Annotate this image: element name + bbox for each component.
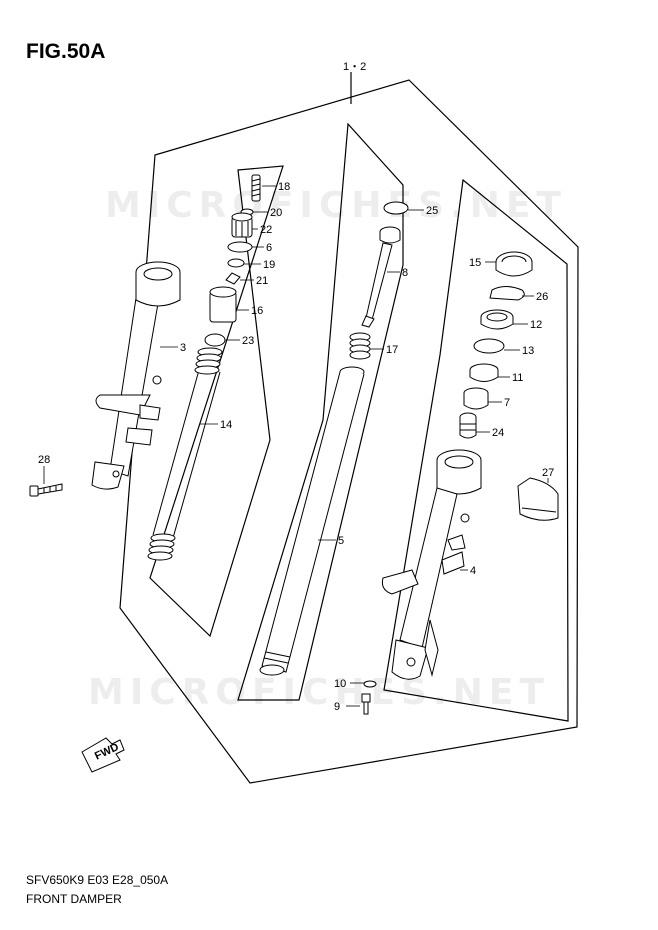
label-12: 12	[530, 319, 542, 331]
figure-title: FIG.50A	[26, 40, 106, 63]
part-6-o-ring	[227, 241, 253, 253]
part-18-adjuster-bolt	[251, 174, 261, 202]
watermark-top: MICROFICHES.NET	[105, 185, 567, 226]
part-10-gasket	[363, 680, 377, 688]
part-number-labels: 18 20 22 6 19 21 16 23 3 14 28 25 8 17 5…	[38, 181, 554, 713]
label-13: 13	[522, 345, 534, 357]
part-21-clip	[225, 272, 241, 285]
part-3-outer-tube	[91, 261, 181, 490]
part-17-spring	[349, 332, 371, 360]
assembly-number: 1・2	[343, 61, 366, 73]
label-22: 22	[260, 224, 272, 236]
label-16: 16	[251, 305, 263, 317]
fwd-arrow-icon: FWD	[81, 737, 125, 773]
part-5-inner-tube	[259, 366, 365, 676]
label-23: 23	[242, 335, 254, 347]
label-3: 3	[180, 342, 186, 354]
label-11: 11	[512, 372, 523, 384]
label-27: 27	[542, 467, 554, 479]
part-7-bushing	[463, 387, 489, 410]
label-4: 4	[470, 565, 476, 577]
part-27-cover	[517, 477, 559, 521]
part-19-washer	[227, 258, 245, 268]
part-26-stopper-ring	[489, 286, 525, 301]
label-8: 8	[402, 267, 408, 279]
part-13-washer	[473, 338, 505, 354]
part-12-oil-seal	[480, 309, 514, 330]
drawing-code: SFV650K9 E03 E28_050A	[26, 873, 169, 887]
label-26: 26	[536, 291, 548, 303]
label-15: 15	[469, 257, 481, 269]
label-17: 17	[386, 344, 398, 356]
right-subassembly-outline	[383, 178, 569, 722]
watermark-bottom: MICROFICHES.NET	[88, 672, 550, 713]
label-10: 10	[334, 678, 346, 690]
figure-caption: FRONT DAMPER	[26, 892, 122, 906]
label-21: 21	[256, 275, 268, 287]
label-28: 28	[38, 454, 50, 466]
label-5: 5	[338, 535, 344, 547]
label-20: 20	[270, 207, 282, 219]
label-25: 25	[426, 205, 438, 217]
assembly-outline	[119, 79, 579, 784]
label-7: 7	[504, 397, 510, 409]
part-15-dust-seal	[495, 251, 533, 277]
part-25-ring	[383, 201, 409, 215]
middle-subassembly-outline	[237, 122, 404, 701]
part-28-bolt	[29, 483, 63, 497]
left-subassembly-outline	[149, 165, 284, 638]
label-6: 6	[266, 242, 272, 254]
part-8-damper-rod	[361, 226, 401, 328]
label-24: 24	[492, 427, 504, 439]
part-14-spring	[147, 347, 223, 561]
label-9: 9	[334, 701, 340, 713]
part-9-drain-bolt	[361, 693, 371, 715]
label-14: 14	[220, 419, 232, 431]
part-11-guide-metal	[469, 363, 499, 382]
label-18: 18	[278, 181, 290, 193]
part-24-oil-lock-piece	[459, 412, 477, 439]
part-23-ring	[204, 333, 226, 347]
part-16-spacer	[209, 286, 237, 323]
part-4-outer-tube	[381, 449, 482, 680]
part-22-cap-bolt	[231, 212, 253, 238]
label-19: 19	[263, 259, 275, 271]
